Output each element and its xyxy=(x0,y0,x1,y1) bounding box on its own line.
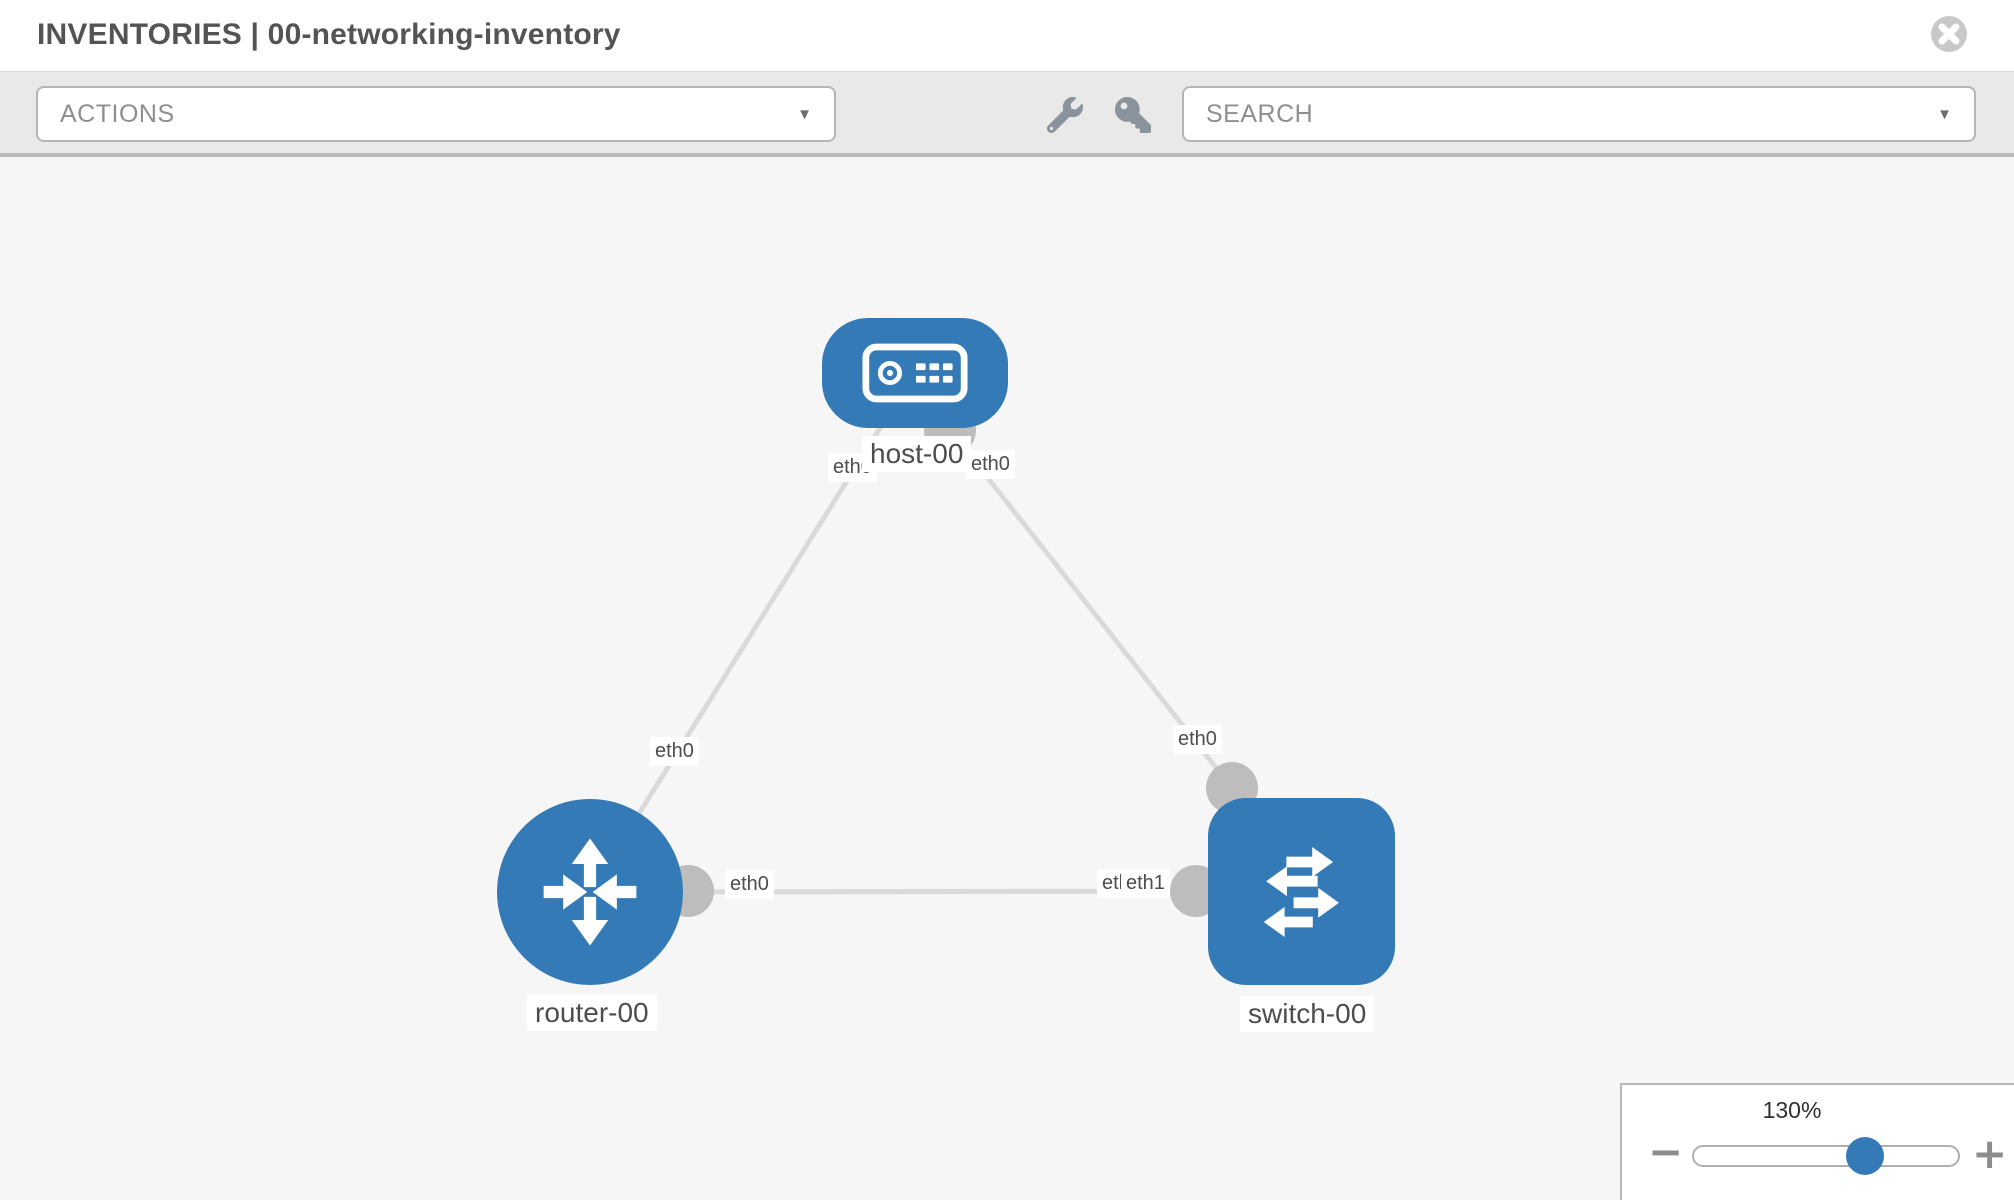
node-switch-00[interactable] xyxy=(1208,798,1395,985)
node-label-host-00: host-00 xyxy=(862,436,972,472)
credentials-button[interactable] xyxy=(1108,90,1158,140)
interface-label: eth0 xyxy=(650,737,699,766)
chevron-down-icon: ▼ xyxy=(1937,105,1952,123)
header: INVENTORIES | 00-networking-inventory xyxy=(0,0,2014,72)
host-icon xyxy=(862,343,968,403)
interface-label: eth1 xyxy=(1121,869,1170,898)
chevron-down-icon: ▼ xyxy=(797,105,812,123)
interface-label: eth0 xyxy=(966,450,1015,479)
toolbar: ACTIONS ▼ SEARCH ▼ xyxy=(0,72,2014,157)
router-icon xyxy=(543,838,637,946)
actions-dropdown-label: ACTIONS xyxy=(60,99,175,128)
zoom-in-button[interactable]: + xyxy=(1972,1129,2008,1178)
zoom-slider-row: − + xyxy=(1622,1127,2014,1178)
node-label-switch-00: switch-00 xyxy=(1240,996,1375,1032)
zoom-slider[interactable] xyxy=(1692,1137,1960,1175)
wrench-icon xyxy=(1047,97,1083,133)
tools-button[interactable] xyxy=(1040,90,1090,140)
close-icon xyxy=(1931,16,1967,52)
node-label-router-00: router-00 xyxy=(527,995,657,1031)
actions-dropdown[interactable]: ACTIONS ▼ xyxy=(36,86,836,142)
links-layer xyxy=(587,370,1304,917)
search-dropdown-label: SEARCH xyxy=(1206,99,1314,128)
topology-canvas[interactable]: eth0 host-00 eth0 eth0 eth0 eth0 eth0 et… xyxy=(0,157,2014,1200)
node-router-00[interactable] xyxy=(497,799,683,985)
interface-label: eth0 xyxy=(725,870,774,899)
node-host-00[interactable] xyxy=(822,318,1008,428)
page-title: INVENTORIES | 00-networking-inventory xyxy=(37,18,621,51)
zoom-panel: 130% − + xyxy=(1620,1083,2014,1200)
interface-label: eth0 xyxy=(1173,725,1222,754)
close-button[interactable] xyxy=(1930,15,1968,53)
key-icon xyxy=(1115,97,1151,133)
switch-icon xyxy=(1263,846,1339,937)
search-dropdown[interactable]: SEARCH ▼ xyxy=(1182,86,1976,142)
zoom-slider-thumb[interactable] xyxy=(1846,1137,1884,1175)
zoom-value: 130% xyxy=(1762,1097,1822,1123)
zoom-out-button[interactable]: − xyxy=(1648,1127,1684,1176)
